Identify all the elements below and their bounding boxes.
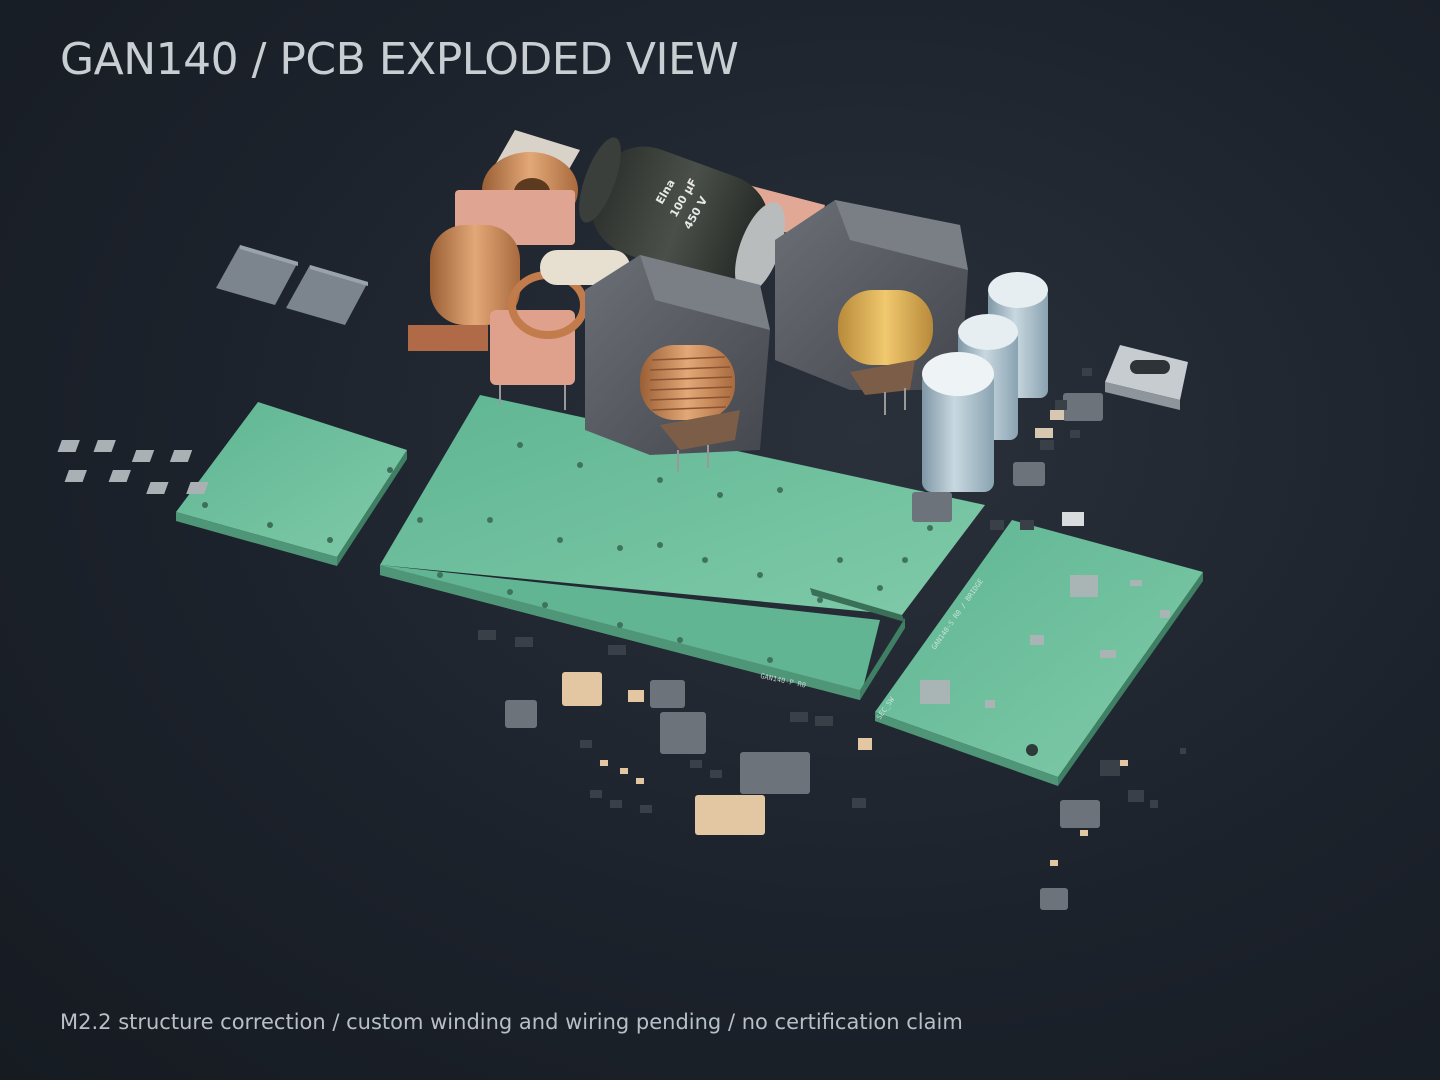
smd-components: [478, 368, 1186, 910]
main-pcb: GAN140-P R0: [380, 395, 985, 700]
thermal-pads: [216, 245, 368, 325]
emi-inductor-cluster: [408, 130, 630, 410]
transformer-rear: [775, 200, 968, 415]
page-title: GAN140 / PCB EXPLODED VIEW: [60, 34, 739, 85]
small-pcb: [57, 402, 407, 566]
bulk-capacitor: Elna 100 µF 450 V: [579, 137, 825, 294]
output-capacitors: [922, 272, 1048, 492]
transformer-front: [585, 255, 770, 472]
footer-caption: M2.2 structure correction / custom windi…: [60, 1010, 963, 1034]
secondary-pcb: GAN140-S R0 / BRIDGE SEC_SW: [875, 520, 1203, 786]
usb-c-port: [1105, 345, 1188, 410]
